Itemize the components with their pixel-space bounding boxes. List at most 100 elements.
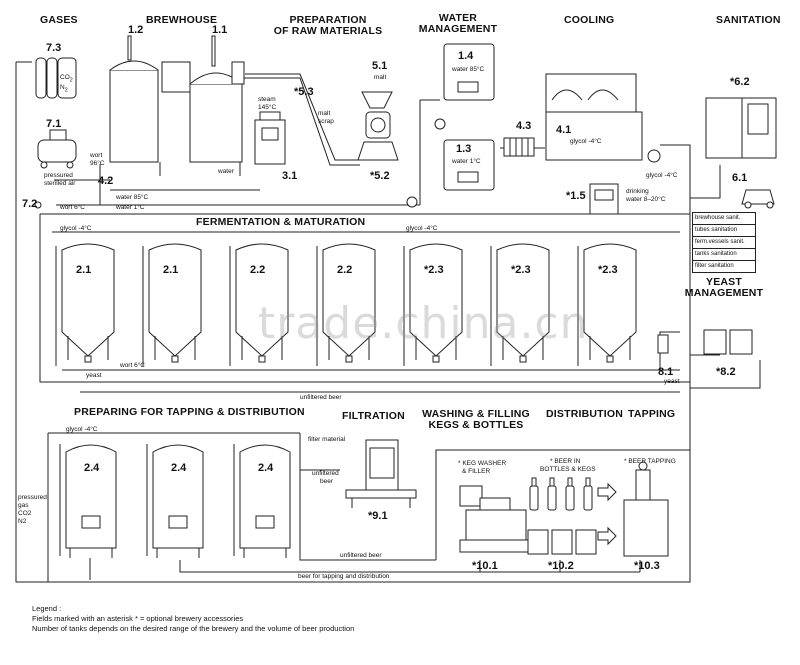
fermentation-tank-label: *2.3 (511, 264, 531, 276)
label-water-1b: water 1°C (116, 204, 145, 211)
yeast-tanks (657, 329, 753, 355)
label-glycol-bright: glycol -4°C (66, 426, 98, 433)
section-preparation-1: PREPARATION (289, 14, 367, 26)
label-glycol-ferm-r: glycol -4°C (406, 225, 438, 232)
fermentation-tank-label: 2.1 (163, 264, 179, 276)
label-8-1: 8.1 (658, 366, 674, 378)
label-10-1: *10.1 (472, 560, 498, 572)
bright-beer-tank (146, 444, 204, 558)
section-yeast-2: MANAGEMENT (684, 287, 764, 299)
section-water-1: WATER (438, 12, 478, 24)
label-5-1: 5.1 (372, 60, 388, 72)
label-malt-scrap-2: scrap (318, 118, 334, 125)
label-7-2: 7.2 (22, 198, 38, 210)
fermentation-tanks (55, 243, 637, 366)
label-filter-material: filter material (308, 436, 346, 443)
label-1-2: 1.2 (128, 24, 144, 36)
label-wort-6-bottom: wort 6°C (120, 362, 145, 369)
sanitation-station (705, 97, 777, 209)
label-water-85: water 85°C (452, 66, 485, 73)
label-malt-scrap-1: malt (318, 110, 331, 117)
label-water-85b: water 85°C (116, 194, 149, 201)
section-distribution: DISTRIBUTION (546, 408, 624, 420)
label-1-5: *1.5 (566, 190, 586, 202)
fermentation-tank (229, 243, 289, 366)
section-filtration: FILTRATION (342, 410, 405, 422)
sanitation-item: ferm.vessels sanit. (693, 237, 755, 249)
section-sanitation: SANITATION (716, 14, 781, 26)
section-water-2: MANAGEMENT (418, 23, 498, 35)
bright-beer-tank (233, 444, 291, 558)
label-drinking-2: water 8–20°C (626, 196, 666, 203)
heat-exchanger-4-3 (503, 137, 535, 157)
section-washing-1: WASHING & FILLING (422, 408, 530, 420)
flow-arrows (597, 482, 617, 546)
label-beer-bottles-1: * BEER IN (550, 458, 581, 465)
label-n2: N2 (60, 84, 68, 94)
bright-tank-label: 2.4 (84, 462, 100, 474)
label-glycol-ferm-l: glycol -4°C (60, 225, 92, 232)
section-cooling: COOLING (564, 14, 615, 26)
label-wort96-1: wort (90, 152, 103, 159)
keg-washer (459, 485, 531, 553)
label-beer-tapping: * BEER TAPPING (624, 458, 676, 465)
label-9-1: *9.1 (368, 510, 388, 522)
label-wort96-2: 96°C (90, 160, 105, 167)
fermentation-tank (490, 243, 550, 366)
sanitation-item: tanks sanitation (693, 249, 755, 261)
label-4-3: 4.3 (516, 120, 532, 132)
label-drinking-1: drinking (626, 188, 649, 195)
section-tapping: TAPPING (628, 408, 676, 420)
valve-7-2 (34, 201, 42, 209)
label-7-3: 7.3 (46, 42, 62, 54)
label-10-3: *10.3 (634, 560, 660, 572)
fermentation-tank-label: 2.2 (337, 264, 353, 276)
label-pressured-gas-3: CO2 (18, 510, 32, 517)
fermentation-tank (142, 243, 202, 366)
legend-title: Legend : (32, 604, 62, 613)
label-unfiltered-2a: unfiltered (312, 470, 339, 477)
fermentation-tank (577, 243, 637, 366)
label-5-3: *5.3 (294, 86, 314, 98)
label-unfiltered-2b: beer (320, 478, 334, 485)
fermentation-tank-label: *2.3 (424, 264, 444, 276)
fermentation-tank-label: *2.3 (598, 264, 618, 276)
filter-unit (345, 439, 417, 508)
section-preparation-2: OF RAW MATERIALS (273, 25, 383, 37)
legend-line-2: Number of tanks depends on the desired r… (32, 624, 355, 633)
label-keg-washer-2: & FILLER (462, 468, 491, 475)
legend-line-1: Fields marked with an asterisk * = optio… (32, 614, 244, 623)
bright-beer-tanks (59, 444, 291, 558)
label-keg-washer-1: * KEG WASHER (458, 460, 507, 467)
fermentation-tank-label: 2.2 (250, 264, 266, 276)
legend: Legend : Fields marked with an asterisk … (32, 604, 354, 634)
label-glycol-cool: glycol -4°C (570, 138, 602, 145)
label-pressured-air-1: pressured (44, 172, 73, 179)
bright-tank-label: 2.4 (171, 462, 187, 474)
label-beer-bottles-2: BOTTLES & KEGS (540, 466, 596, 473)
section-gases: GASES (40, 14, 78, 26)
label-pressured-gas-2: gas (18, 502, 29, 509)
fermentation-tank-label: 2.1 (76, 264, 92, 276)
label-6-2: *6.2 (730, 76, 750, 88)
section-tapping-prep: PREPARING FOR TAPPING & DISTRIBUTION (74, 406, 305, 418)
brewhouse-vessels (109, 35, 245, 176)
section-brewhouse: BREWHOUSE (146, 14, 218, 26)
label-4-1: 4.1 (556, 124, 572, 136)
sanitation-item: filter sanitation (695, 263, 734, 269)
label-1-4: 1.4 (458, 50, 474, 62)
beer-tap (623, 461, 669, 557)
section-yeast-1: YEAST (705, 276, 743, 288)
sanitation-item: brewhouse sanit. (693, 213, 755, 225)
label-4-2: 4.2 (98, 175, 114, 187)
label-yeast-right: yeast (664, 378, 680, 385)
water-tanks (406, 43, 495, 208)
section-fermentation: FERMENTATION & MATURATION (196, 216, 366, 228)
label-10-2: *10.2 (548, 560, 574, 572)
sanitation-list: brewhouse sanit. tubes sanitation ferm.v… (692, 212, 756, 273)
label-1-1: 1.1 (212, 24, 228, 36)
label-pressured-gas-1: pressured (18, 494, 47, 501)
fermentation-tank (316, 243, 376, 366)
